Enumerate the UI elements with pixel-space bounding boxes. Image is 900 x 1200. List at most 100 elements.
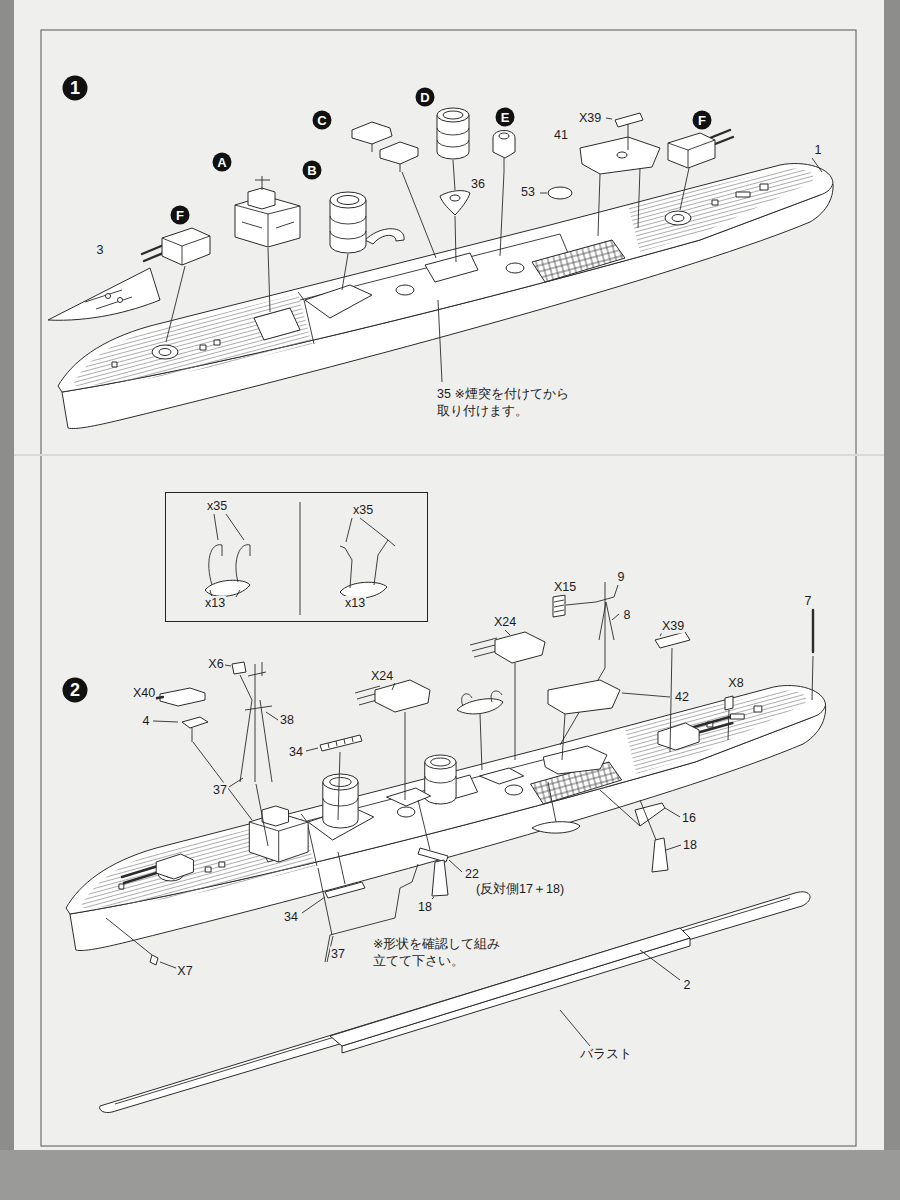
callout-disc bbox=[213, 153, 232, 172]
callout-disc bbox=[313, 111, 332, 130]
inset-davits bbox=[340, 540, 395, 588]
parts-step1 bbox=[255, 176, 270, 190]
part-number: x13 bbox=[344, 596, 366, 610]
callout-letter: A bbox=[217, 156, 226, 169]
parts-step2 bbox=[495, 632, 545, 663]
callout-letter: F bbox=[176, 209, 184, 222]
parts-step1 bbox=[48, 108, 822, 382]
inset-davits bbox=[210, 514, 244, 597]
parts-step1 bbox=[106, 294, 111, 299]
parts-step1 bbox=[337, 196, 359, 205]
hull-step2 bbox=[658, 723, 699, 750]
parts-step1 bbox=[548, 187, 572, 199]
parts-step2 bbox=[640, 800, 681, 850]
parts-step1 bbox=[668, 140, 715, 210]
callout-disc bbox=[693, 111, 712, 130]
part-number: 1 bbox=[814, 143, 823, 158]
part-number: 16 bbox=[681, 811, 697, 826]
lower-hull bbox=[330, 928, 690, 1046]
parts-step1 bbox=[493, 131, 515, 159]
parts-step2 bbox=[532, 822, 580, 833]
callout-letter: 1 bbox=[70, 79, 80, 97]
parts-step2 bbox=[240, 662, 272, 782]
inset-box: x35x13x35x13 bbox=[165, 492, 428, 622]
part-number: 36 bbox=[470, 177, 486, 192]
part-number: 8 bbox=[623, 608, 632, 623]
part-number: (反対側17＋18) bbox=[475, 882, 565, 897]
parts-step2 bbox=[457, 699, 503, 714]
part-number: 9 bbox=[617, 570, 626, 585]
hull-step2 bbox=[425, 755, 456, 769]
callout-disc bbox=[171, 206, 190, 225]
parts-step2 bbox=[548, 680, 620, 714]
inset-davits bbox=[346, 518, 388, 542]
subassembly-letter: B bbox=[302, 160, 322, 180]
parts-step1 bbox=[438, 300, 442, 382]
parts-step2 bbox=[812, 656, 813, 700]
hull-step2 bbox=[330, 778, 352, 787]
hull-step2 bbox=[262, 806, 288, 826]
part-number: x13 bbox=[204, 596, 226, 610]
hull-step2 bbox=[425, 776, 456, 783]
hull-step2 bbox=[543, 746, 607, 774]
part-number: 37 bbox=[330, 947, 346, 962]
parts-step1 bbox=[812, 158, 822, 172]
parts-step2 bbox=[548, 782, 556, 822]
parts-step2 bbox=[150, 955, 158, 965]
callout-disc bbox=[416, 88, 435, 107]
parts-step1 bbox=[268, 248, 270, 312]
parts-step1 bbox=[162, 228, 210, 265]
parts-step2 bbox=[232, 662, 246, 674]
parts-step1 bbox=[162, 236, 210, 265]
paper bbox=[14, 0, 884, 1150]
parts-step2 bbox=[462, 691, 502, 770]
assembly-note: ※形状を確認して組み 立てて下さい。 bbox=[372, 936, 508, 970]
callout-letter: D bbox=[420, 91, 429, 104]
lower-hull bbox=[115, 898, 790, 1104]
parts-step1 bbox=[85, 290, 132, 309]
inset-davits bbox=[209, 545, 250, 585]
parts-step2 bbox=[325, 882, 365, 898]
part-number: 3 bbox=[96, 243, 105, 258]
subassembly-letter: E bbox=[495, 107, 515, 127]
part-number: 41 bbox=[553, 128, 569, 143]
lower-hull bbox=[100, 892, 810, 1113]
parts-step2 bbox=[153, 721, 252, 820]
parts-step1 bbox=[248, 188, 275, 209]
parts-step2 bbox=[225, 665, 252, 700]
part-number: X24 bbox=[370, 669, 394, 684]
parts-step2 bbox=[318, 864, 418, 935]
parts-step1 bbox=[500, 158, 504, 256]
parts-step1 bbox=[235, 205, 300, 247]
callout-disc bbox=[303, 161, 322, 180]
part-number: 18 bbox=[682, 838, 698, 853]
part-number: 22 bbox=[464, 867, 480, 882]
part-number: X7 bbox=[176, 964, 193, 979]
parts-step2 bbox=[812, 610, 814, 652]
parts-step1 bbox=[440, 191, 470, 215]
parts-step2 bbox=[338, 752, 340, 820]
parts-step2 bbox=[106, 582, 813, 968]
parts-step1 bbox=[580, 137, 660, 174]
parts-step2 bbox=[554, 600, 619, 620]
parts-step1 bbox=[598, 168, 640, 236]
parts-step1 bbox=[499, 133, 509, 139]
parts-step2 bbox=[375, 680, 430, 712]
parts-step1 bbox=[330, 216, 366, 239]
parts-step2 bbox=[600, 790, 680, 826]
parts-step2 bbox=[306, 737, 353, 751]
parts-step1 bbox=[380, 142, 418, 164]
subassembly-letter: F bbox=[170, 205, 190, 225]
subassembly-letter: F bbox=[692, 110, 712, 130]
part-number: X39 bbox=[661, 619, 685, 634]
step-number: 1 bbox=[62, 75, 88, 101]
callout-letter: 2 bbox=[70, 681, 80, 699]
parts-step1 bbox=[242, 222, 294, 228]
parts-step1 bbox=[342, 254, 348, 290]
part-number: X40 bbox=[132, 686, 156, 701]
part-number: 34 bbox=[283, 910, 299, 925]
fold-line bbox=[14, 454, 884, 456]
